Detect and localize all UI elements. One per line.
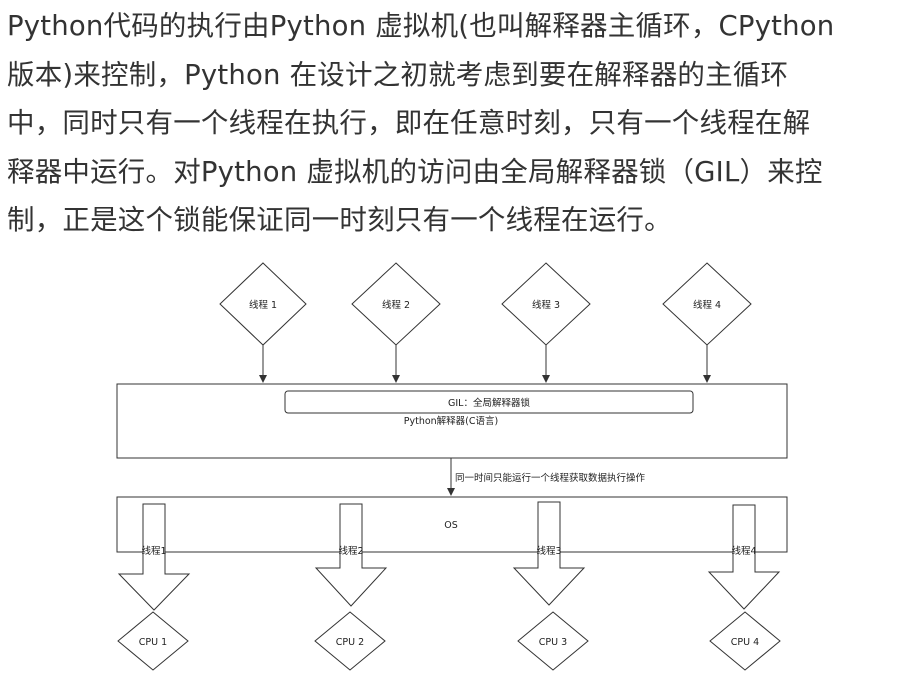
thread-node-4: 线程 4: [662, 262, 752, 346]
gil-box: [284, 390, 694, 414]
thread-node-3: 线程 3: [501, 262, 591, 346]
cpu-node-3: CPU 3: [517, 611, 589, 671]
os-thread-arrow-1: 线程1: [117, 503, 191, 611]
thread-node-1: 线程 1: [219, 262, 307, 346]
os-thread-label: 线程1: [141, 545, 166, 557]
os-thread-label: 线程3: [536, 545, 561, 557]
thread-label: 线程 3: [532, 299, 560, 311]
os-thread-arrow-3: 线程3: [512, 501, 586, 606]
cpu-node-4: CPU 4: [709, 611, 781, 671]
os-thread-label: 线程4: [731, 545, 756, 557]
cpu-node-2: CPU 2: [314, 611, 386, 671]
paragraph-line: 制，正是这个锁能保证同一时刻只有一个线程在运行。: [7, 204, 672, 236]
interpreter-box: GIL：全局解释器锁 Python解释器(C语言): [116, 383, 788, 459]
thread-label: 线程 2: [382, 299, 410, 311]
paragraph-line: 释器中运行。对Python 虚拟机的访问由全局解释器锁（GIL）来控: [7, 155, 823, 188]
os-box: OS: [116, 496, 788, 553]
thread-label: 线程 4: [693, 299, 721, 311]
os-thread-label: 线程2: [338, 545, 363, 557]
connector-label: 同一时间只能运行一个线程获取数据执行操作: [455, 472, 646, 484]
paragraph-line: Python代码的执行由Python 虚拟机(也叫解释器主循环，CPython: [7, 10, 835, 42]
cpu-label: CPU 3: [539, 637, 567, 648]
interpreter-label: Python解释器(C语言): [404, 415, 498, 427]
paragraph-line: 版本)来控制，Python 在设计之初就考虑到要在解释器的主循环: [7, 58, 789, 91]
cpu-node-1: CPU 1: [117, 611, 189, 671]
cpu-label: CPU 2: [336, 637, 364, 648]
intro-paragraph: Python代码的执行由Python 虚拟机(也叫解释器主循环，CPython …: [7, 2, 892, 245]
cpu-label: CPU 1: [139, 637, 167, 648]
thread-label: 线程 1: [249, 299, 277, 311]
os-label: OS: [444, 520, 458, 531]
cpu-label: CPU 4: [731, 637, 759, 648]
paragraph-line: 中，同时只有一个线程在执行，即在任意时刻，只有一个线程在解: [7, 107, 811, 139]
os-thread-arrow-4: 线程4: [707, 504, 781, 610]
thread-node-2: 线程 2: [351, 262, 441, 346]
gil-label: GIL：全局解释器锁: [448, 397, 530, 409]
os-thread-arrow-2: 线程2: [314, 503, 388, 607]
